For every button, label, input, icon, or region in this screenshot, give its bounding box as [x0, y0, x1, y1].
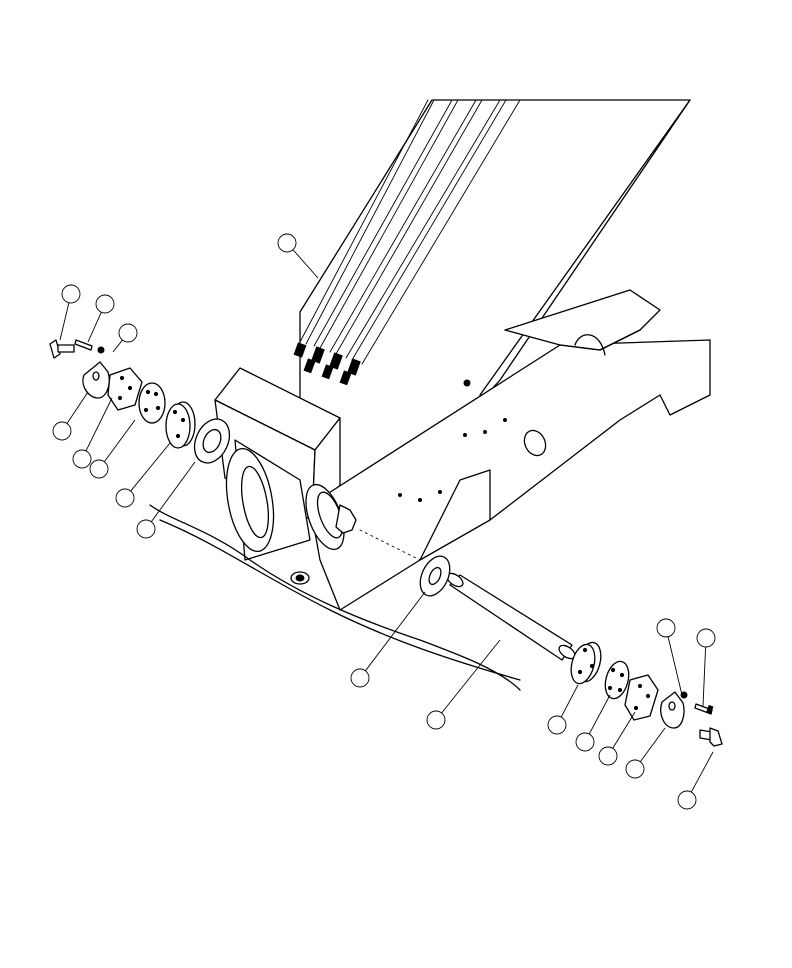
- callout-bubble: [575, 732, 595, 752]
- rh-nut: [680, 691, 688, 699]
- left-hardware: [49, 339, 231, 464]
- callout-bubble: [598, 746, 618, 766]
- callout-bubble: [350, 668, 370, 688]
- callout-rh-bolt: [677, 751, 714, 810]
- callout-rh-screw: [696, 628, 716, 707]
- lift-arm-plate: [309, 289, 711, 611]
- callout-leader: [130, 442, 171, 492]
- callout-rh-bushing: [547, 684, 579, 735]
- pivot-hub: [305, 483, 421, 561]
- callout-bubble: [426, 710, 446, 730]
- callout-bubble: [89, 459, 109, 479]
- rh-shim: [604, 660, 630, 700]
- callout-rh-plate: [598, 711, 636, 766]
- callout-lh-bolt: [59, 284, 81, 341]
- lh-screw: [74, 339, 93, 351]
- lh-bolt: [49, 339, 75, 359]
- callout-leader: [667, 636, 683, 696]
- callout-lh-screw: [87, 294, 115, 343]
- right-hardware: [419, 555, 723, 747]
- lh-shim: [138, 382, 166, 424]
- callout-leader: [59, 302, 70, 341]
- lh-washer: [193, 418, 231, 464]
- callout-leader: [112, 339, 123, 353]
- lh-bushing: [165, 401, 196, 449]
- frame-base: [149, 504, 521, 691]
- lh-lockplate: [82, 361, 110, 399]
- rh-washer: [419, 555, 451, 597]
- lh-plate: [107, 367, 143, 411]
- callout-leader: [441, 639, 501, 714]
- callout-rh-shim: [575, 694, 611, 752]
- callout-bubble: [656, 618, 676, 638]
- callout-lh-nut: [112, 323, 138, 353]
- callout-hoses: [277, 233, 319, 279]
- rh-lockplate: [660, 691, 685, 729]
- callout-bubble: [136, 519, 156, 539]
- callout-leader: [292, 249, 319, 279]
- callout-bubble: [625, 759, 645, 779]
- callout-lh-lockplate: [52, 391, 89, 441]
- callout-pin: [426, 639, 501, 730]
- callout-rh-nut: [656, 618, 683, 696]
- callout-lh-plate: [72, 397, 113, 469]
- hose-fittings: [293, 342, 361, 386]
- rh-bushing: [570, 641, 602, 685]
- callout-bubble: [115, 488, 135, 508]
- callout-bubble: [696, 628, 716, 648]
- lower-bracket: [225, 439, 311, 561]
- callout-leader: [66, 391, 89, 424]
- callout-bubble: [277, 233, 297, 253]
- callout-bubble: [95, 294, 115, 314]
- callout-lh-shim: [89, 419, 136, 479]
- callout-bubble: [52, 421, 72, 441]
- callout-leader: [639, 727, 666, 763]
- callout-leader: [87, 312, 102, 343]
- hydraulic-hoses: [293, 99, 521, 386]
- callout-leader: [690, 751, 714, 793]
- lh-nut: [97, 346, 105, 354]
- callout-leader: [702, 646, 707, 707]
- callout-lh-bushing: [115, 442, 171, 508]
- callout-bubble: [61, 284, 81, 304]
- callout-layer: [52, 233, 716, 810]
- callout-leader: [588, 694, 611, 735]
- callout-leader: [560, 684, 579, 718]
- callout-leader: [612, 711, 636, 749]
- callout-rh-lockplate: [625, 727, 666, 779]
- rh-plate: [624, 674, 659, 721]
- callout-leader: [365, 591, 426, 672]
- callout-lh-washer: [136, 461, 196, 539]
- callout-leader: [85, 397, 113, 452]
- callout-leader: [103, 419, 136, 463]
- callout-leader: [150, 461, 196, 523]
- callout-bubble: [118, 323, 138, 343]
- callout-bubble: [72, 449, 92, 469]
- callout-bubble: [677, 790, 697, 810]
- rh-screw: [694, 703, 714, 715]
- callout-rh-washer: [350, 591, 426, 688]
- callout-bubble: [547, 715, 567, 735]
- pivot-pin: [446, 572, 576, 661]
- rh-bolt: [699, 727, 723, 747]
